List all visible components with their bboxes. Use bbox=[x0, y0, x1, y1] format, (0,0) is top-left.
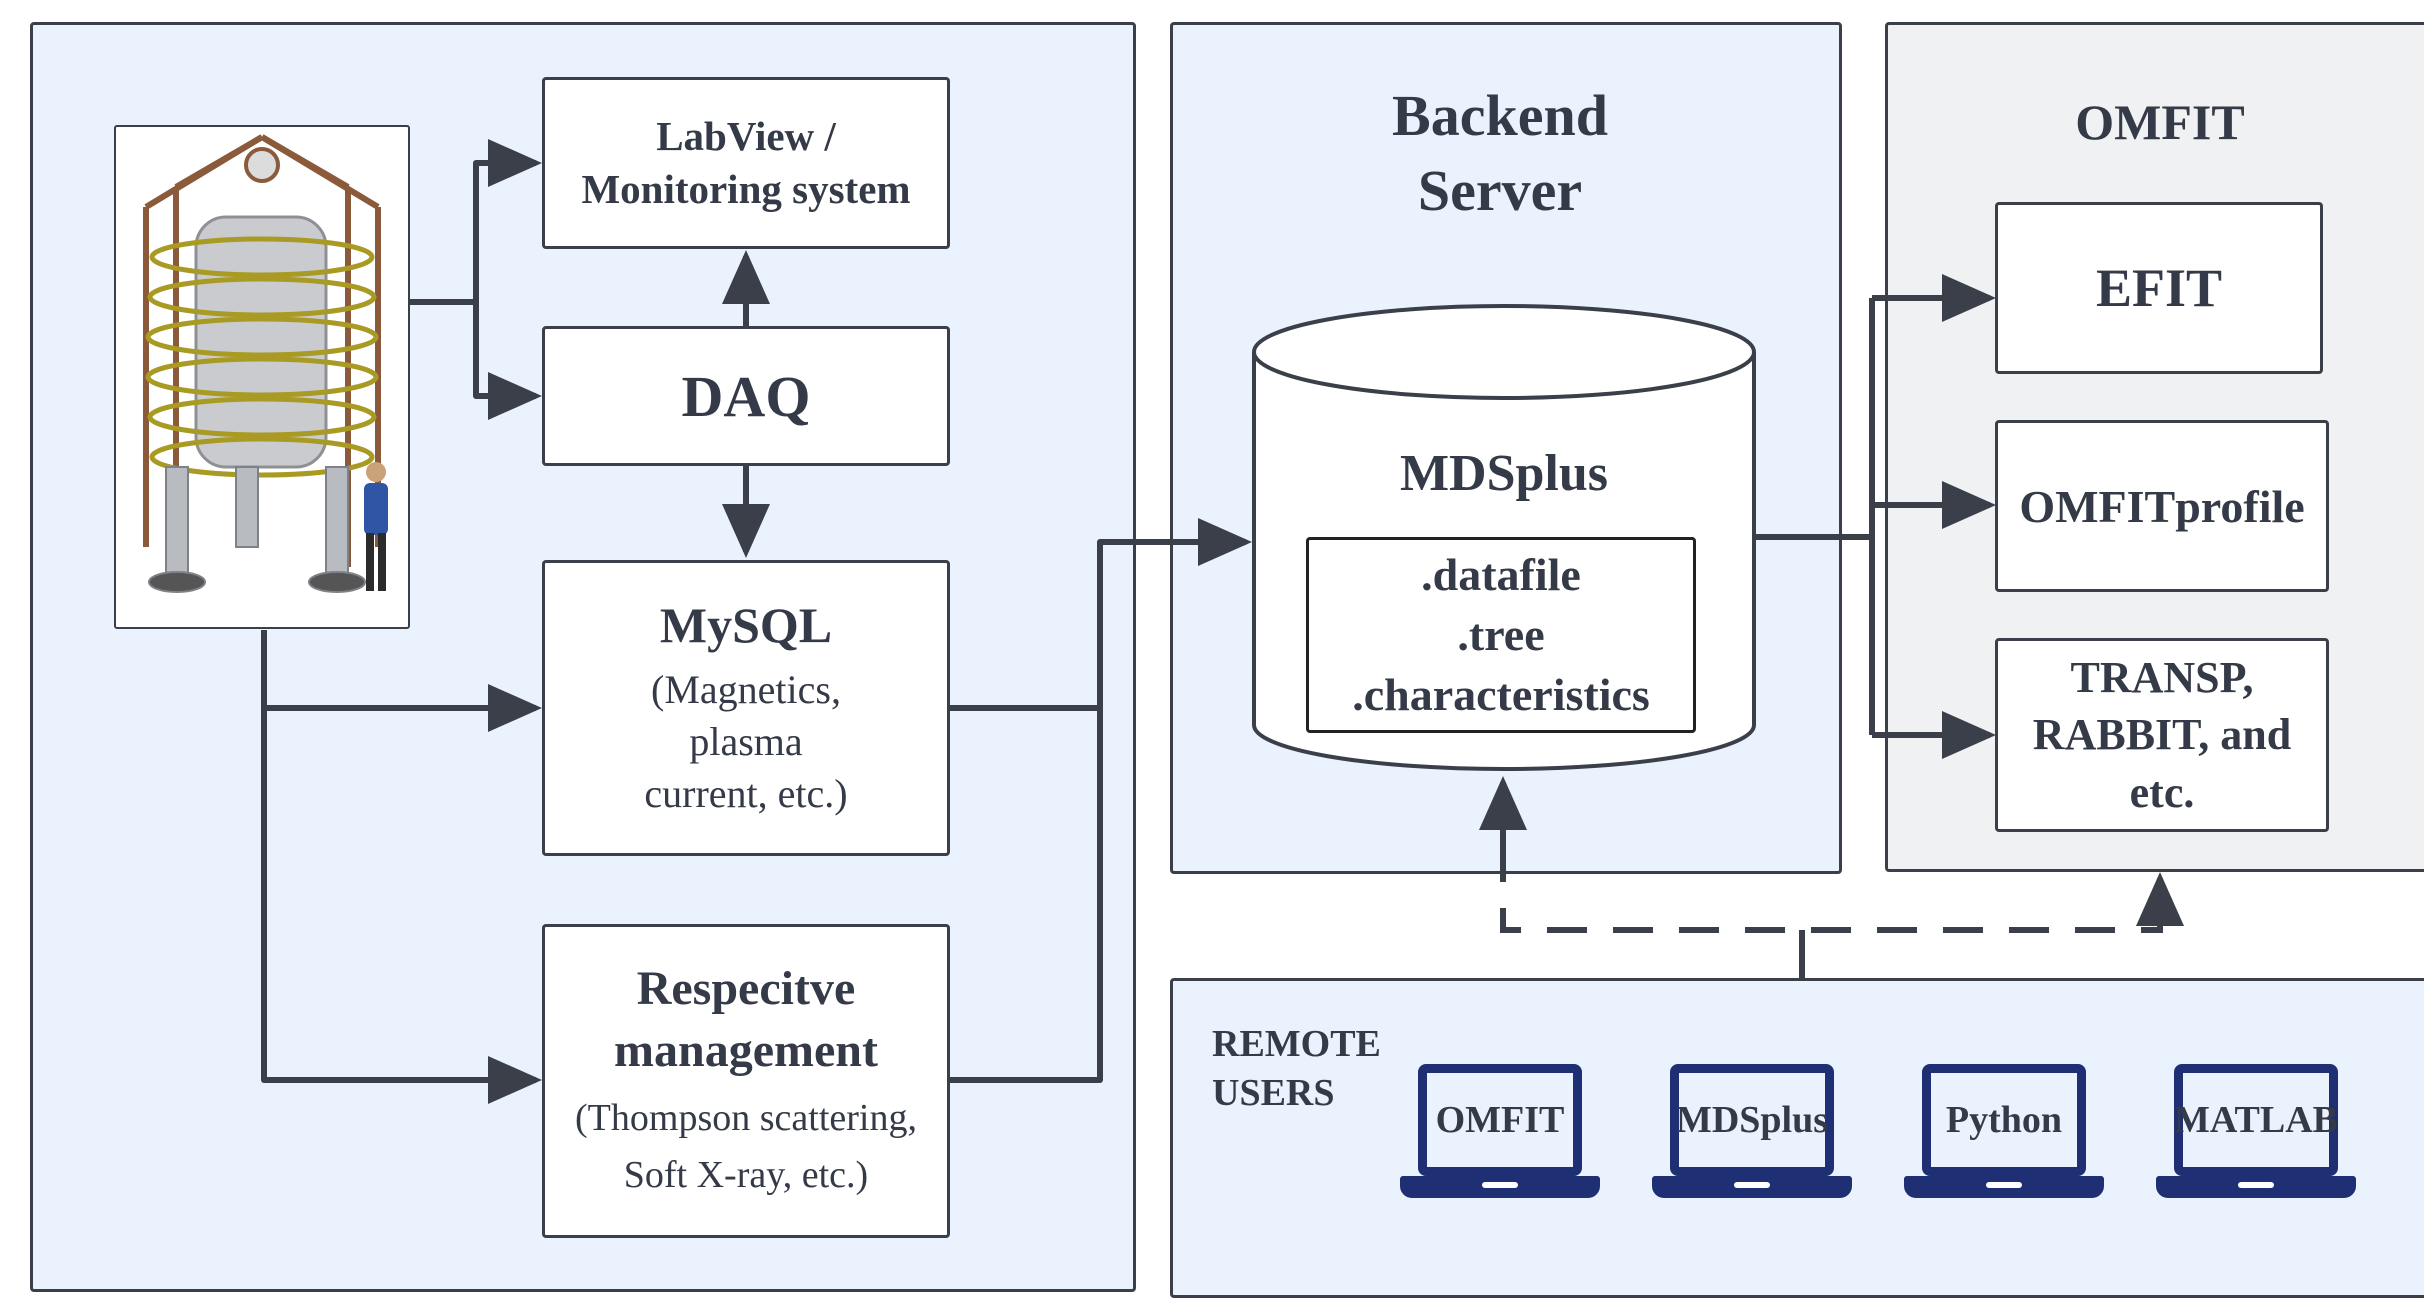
labview-line2: Monitoring system bbox=[581, 166, 911, 212]
laptop-label: MATLAB bbox=[2174, 1099, 2338, 1141]
laptop-omfit: OMFIT bbox=[1400, 1064, 1600, 1204]
laptop-mdsplus: MDSplus bbox=[1652, 1064, 1852, 1204]
arrow-device-to-labview bbox=[410, 139, 542, 305]
remote-users-title: REMOTE USERS bbox=[1212, 1020, 1381, 1119]
transp-line2: RABBIT, and bbox=[2032, 710, 2292, 760]
respective-box: Respecitve management (Thompson scatteri… bbox=[542, 924, 950, 1238]
laptop-matlab: MATLAB bbox=[2156, 1064, 2356, 1204]
dashed-remote-access bbox=[1500, 842, 2163, 933]
arrow-device-to-respective bbox=[261, 630, 542, 1104]
mysql-line1: (Magnetics, bbox=[651, 667, 841, 712]
efit-box: EFIT bbox=[1995, 202, 2323, 374]
mdsplus-item-datafile: .datafile bbox=[1421, 549, 1581, 601]
backend-title: Backend Server bbox=[1270, 78, 1730, 229]
laptop-label: OMFIT bbox=[1435, 1099, 1565, 1141]
arrow-device-to-daq bbox=[473, 302, 542, 420]
daq-label: DAQ bbox=[681, 363, 811, 429]
mdsplus-title: MDSplus bbox=[1399, 445, 1609, 502]
laptop-label: MDSplus bbox=[1675, 1099, 1829, 1141]
mdsplus-contents-box: .datafile .tree .characteristics bbox=[1306, 537, 1696, 733]
mysql-box: MySQL (Magnetics, plasma current, etc.) bbox=[542, 560, 950, 856]
person-figure bbox=[364, 462, 388, 591]
transp-box: TRANSP, RABBIT, and etc. bbox=[1995, 638, 2329, 832]
omfit-title: OMFIT bbox=[2075, 94, 2245, 150]
daq-box: DAQ bbox=[542, 326, 950, 466]
tokamak-device-illustration bbox=[143, 134, 388, 593]
laptop-icon: MDSplus bbox=[1670, 1064, 1834, 1176]
efit-label: EFIT bbox=[2095, 258, 2223, 318]
respective-title1: Respecitve bbox=[636, 961, 856, 1015]
device-image bbox=[114, 125, 410, 629]
respective-line1: (Thompson scattering, bbox=[575, 1097, 917, 1140]
labview-line1: LabView / bbox=[656, 112, 836, 159]
transp-line1: TRANSP, bbox=[2070, 653, 2254, 703]
mdsplus-item-characteristics: .characteristics bbox=[1352, 668, 1650, 720]
backend-title-line1: Backend bbox=[1392, 83, 1608, 148]
backend-title-line2: Server bbox=[1417, 158, 1583, 224]
respective-line2: Soft X-ray, etc.) bbox=[623, 1154, 869, 1197]
laptop-python: Python bbox=[1904, 1064, 2104, 1204]
laptop-icon: Python bbox=[1922, 1064, 2086, 1176]
transp-line3: etc. bbox=[2129, 767, 2195, 817]
mysql-line2: plasma bbox=[689, 719, 803, 764]
mysql-line3: current, etc.) bbox=[644, 771, 848, 816]
mysql-title: MySQL bbox=[659, 597, 833, 653]
labview-box: LabView / Monitoring system bbox=[542, 77, 950, 249]
remote-users-line1: REMOTE bbox=[1212, 1023, 1381, 1065]
respective-title2: management bbox=[614, 1024, 878, 1077]
line-respective-to-bus bbox=[950, 708, 1103, 1083]
laptop-icon: MATLAB bbox=[2174, 1064, 2338, 1176]
omfitprofile-box: OMFITprofile bbox=[1995, 420, 2329, 592]
laptop-label: Python bbox=[1945, 1099, 2063, 1141]
mdsplus-item-tree: .tree bbox=[1457, 609, 1545, 661]
remote-users-line2: USERS bbox=[1212, 1072, 1335, 1115]
omfitprofile-label: OMFITprofile bbox=[2019, 480, 2305, 532]
laptop-icon: OMFIT bbox=[1418, 1064, 1582, 1176]
arrow-mysql-to-mdsplus bbox=[950, 518, 1252, 711]
